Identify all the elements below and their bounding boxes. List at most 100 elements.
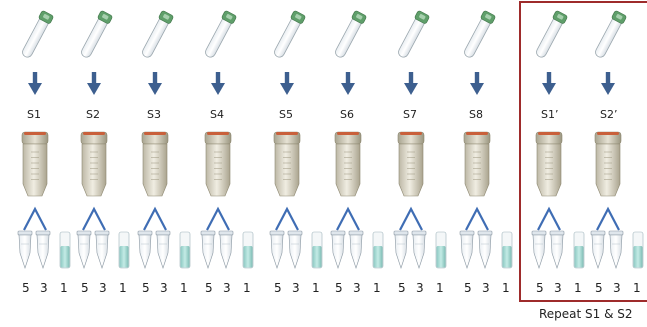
aliquot-number: 1	[574, 281, 582, 295]
sample-column: S8	[461, 10, 495, 230]
aliquot-number: 3	[482, 281, 490, 295]
aliquot-number: 5	[205, 281, 213, 295]
split-arrow-icon	[337, 209, 359, 230]
sample-tube-icon	[533, 10, 567, 59]
microtube-icon	[394, 231, 408, 268]
sample-tube-icon	[19, 10, 53, 59]
sample-column: S2’	[592, 10, 626, 230]
aliquot-number: 3	[353, 281, 361, 295]
sample-tube-icon	[332, 10, 366, 59]
aliquot-row	[18, 231, 643, 268]
aliquot-number: 1	[436, 281, 444, 295]
conical-tube-icon	[536, 132, 562, 196]
split-arrow-icon	[207, 209, 229, 230]
microtube-icon	[95, 231, 109, 268]
aliquot-vial-icon	[312, 232, 322, 268]
sample-label: S1’	[541, 108, 558, 121]
microtube-icon	[331, 231, 345, 268]
conical-tube-icon	[81, 132, 107, 196]
microtube-icon	[219, 231, 233, 268]
conical-tube-icon	[335, 132, 361, 196]
sample-label: S3	[147, 108, 161, 121]
sample-column: S7	[395, 10, 429, 230]
repeat-caption: Repeat S1 & S2	[539, 307, 633, 321]
aliquot-number: 5	[464, 281, 472, 295]
sample-tube-icon	[202, 10, 236, 59]
sample-column: S1’	[533, 10, 567, 230]
down-arrow-icon	[87, 72, 101, 95]
conical-tube-icon	[398, 132, 424, 196]
microtube-icon	[591, 231, 605, 268]
sample-column: S5	[271, 10, 305, 230]
microtube-icon	[460, 231, 474, 268]
aliquot-number: 1	[243, 281, 251, 295]
microtube-icon	[270, 231, 284, 268]
aliquot-number: 3	[99, 281, 107, 295]
sample-label: S8	[469, 108, 483, 121]
down-arrow-icon	[148, 72, 162, 95]
sample-label: S4	[210, 108, 224, 121]
microtube-icon	[201, 231, 215, 268]
sample-label: S2’	[600, 108, 617, 121]
sample-label: S1	[27, 108, 41, 121]
aliquot-number: 5	[81, 281, 89, 295]
microtube-icon	[532, 231, 546, 268]
aliquot-number: 5	[398, 281, 406, 295]
aliquot-vial-icon	[574, 232, 584, 268]
microtube-icon	[609, 231, 623, 268]
sample-column: S2	[78, 10, 112, 230]
aliquot-number: 3	[292, 281, 300, 295]
aliquot-number: 1	[180, 281, 188, 295]
down-arrow-icon	[470, 72, 484, 95]
aliquot-number: 5	[142, 281, 150, 295]
microtube-icon	[18, 231, 32, 268]
aliquot-number: 5	[536, 281, 544, 295]
sample-tube-icon	[461, 10, 495, 59]
sample-column: S1	[19, 10, 53, 230]
aliquot-vial-icon	[373, 232, 383, 268]
conical-tube-icon	[595, 132, 621, 196]
split-arrow-icon	[538, 209, 560, 230]
aliquot-vial-icon	[180, 232, 190, 268]
split-arrow-icon	[597, 209, 619, 230]
aliquot-number: 3	[160, 281, 168, 295]
aliquot-number: 3	[40, 281, 48, 295]
sample-tube-icon	[592, 10, 626, 59]
aliquot-number: 5	[22, 281, 30, 295]
aliquot-number: 5	[335, 281, 343, 295]
aliquot-number: 1	[119, 281, 127, 295]
microtube-icon	[478, 231, 492, 268]
conical-tube-icon	[142, 132, 168, 196]
aliquot-number: 1	[633, 281, 641, 295]
microtube-icon	[36, 231, 50, 268]
split-arrow-icon	[276, 209, 298, 230]
split-arrow-icon	[466, 209, 488, 230]
microtube-icon	[412, 231, 426, 268]
down-arrow-icon	[601, 72, 615, 95]
microtube-icon	[77, 231, 91, 268]
split-arrow-icon	[400, 209, 422, 230]
sample-column: S3	[139, 10, 173, 230]
aliquot-number: 3	[416, 281, 424, 295]
sample-label: S5	[279, 108, 293, 121]
aliquot-vial-icon	[502, 232, 512, 268]
down-arrow-icon	[341, 72, 355, 95]
down-arrow-icon	[404, 72, 418, 95]
microtube-icon	[288, 231, 302, 268]
microtube-icon	[138, 231, 152, 268]
conical-tube-icon	[22, 132, 48, 196]
aliquot-number: 3	[613, 281, 621, 295]
down-arrow-icon	[542, 72, 556, 95]
down-arrow-icon	[28, 72, 42, 95]
sample-column: S4	[202, 10, 236, 230]
sample-tube-icon	[271, 10, 305, 59]
sample-label: S7	[403, 108, 417, 121]
conical-tube-icon	[464, 132, 490, 196]
aliquot-vial-icon	[119, 232, 129, 268]
split-arrow-icon	[144, 209, 166, 230]
sample-tube-icon	[78, 10, 112, 59]
conical-tube-icon	[274, 132, 300, 196]
aliquot-number: 1	[502, 281, 510, 295]
aliquot-vial-icon	[633, 232, 643, 268]
